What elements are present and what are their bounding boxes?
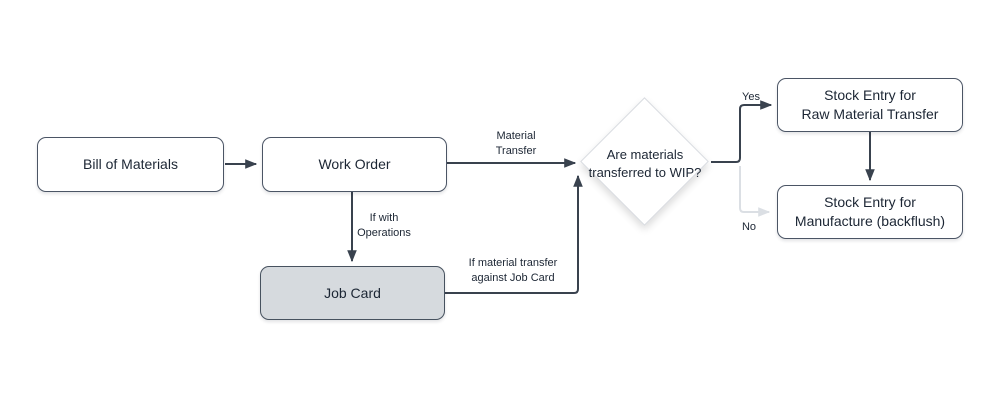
node-work-order: Work Order <box>262 137 447 192</box>
edge-decision-no <box>739 166 771 217</box>
node-job-card: Job Card <box>260 266 445 320</box>
edge-label-if-material-transfer-job-card: If material transfer against Job Card <box>468 257 558 284</box>
node-job-card-label: Job Card <box>324 284 381 301</box>
node-stock-entry-raw-label: Stock Entry for Raw Material Transfer <box>801 87 939 122</box>
node-bill-of-materials-label: Bill of Materials <box>83 156 178 173</box>
node-stock-entry-manufacture-label: Stock Entry for Manufacture (backflush) <box>794 194 946 229</box>
edge-label-if-with-operations: If with Operations <box>357 212 411 239</box>
edge-job-card-to-decision <box>445 174 583 294</box>
node-work-order-label: Work Order <box>318 156 391 173</box>
edge-label-yes: Yes <box>742 91 760 103</box>
node-bill-of-materials: Bill of Materials <box>37 137 224 192</box>
edge-decision-yes <box>711 100 773 163</box>
node-decision-label: Are materials transferred to WIP? <box>588 147 702 181</box>
node-stock-entry-manufacture: Stock Entry for Manufacture (backflush) <box>777 185 963 239</box>
node-stock-entry-raw-material-transfer: Stock Entry for Raw Material Transfer <box>777 78 963 132</box>
edge-label-no: No <box>741 221 757 233</box>
edge-label-material-transfer: Material Transfer <box>495 130 537 157</box>
